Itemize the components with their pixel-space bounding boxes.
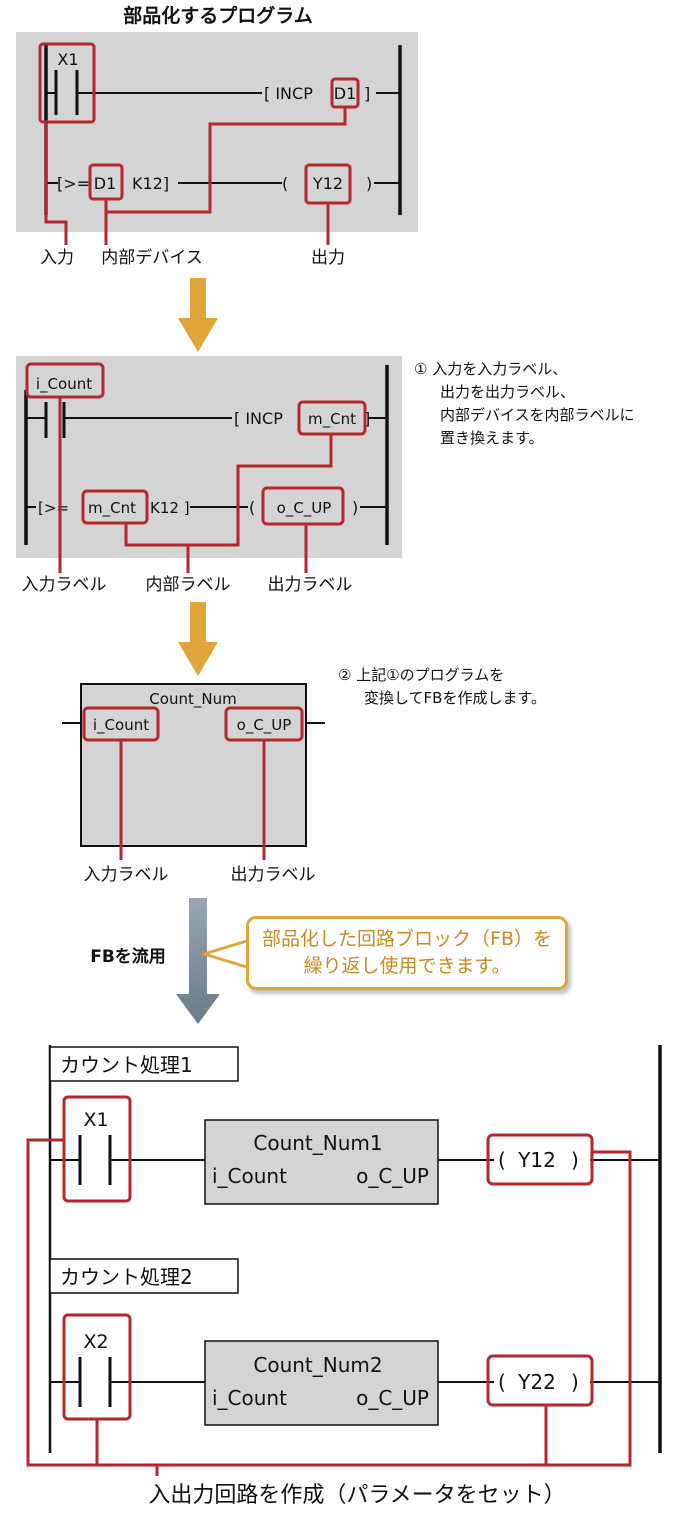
- block1-fb: [204, 1119, 439, 1205]
- s1-label-output: 出力: [311, 248, 345, 268]
- s1-label-input: 入力: [40, 248, 74, 268]
- block1-fb-in: i_Count: [212, 1164, 287, 1188]
- s1-cmp-const: K12]: [132, 174, 169, 193]
- block1-title-box: [49, 1046, 239, 1082]
- reuse-label: FBを流用: [90, 946, 166, 967]
- s3-note-line-2: 変換してFBを作成します。: [364, 689, 546, 707]
- s3-label-output: 出力ラベル: [231, 865, 316, 885]
- s2-coil-close: ): [352, 498, 358, 517]
- block1-coil-open: (: [498, 1148, 506, 1172]
- s1-label-internal: 内部デバイス: [101, 247, 203, 268]
- s2-label-output: 出力ラベル: [268, 575, 353, 595]
- block2-rung: [50, 1357, 660, 1407]
- s1-contact-label: X1: [57, 50, 78, 69]
- fb-input-label: i_Count: [93, 716, 149, 735]
- block1-coil-close: ): [571, 1148, 579, 1172]
- section4-rails: [48, 1045, 662, 1453]
- section3-highlights: [82, 706, 304, 860]
- s3-label-input: 入力ラベル: [84, 865, 169, 885]
- s2-coil: o_C_UP: [277, 499, 332, 518]
- block1-contact: X1: [83, 1109, 108, 1131]
- s2-cmp-const: K12 ]: [150, 499, 190, 517]
- block2-contact: X2: [83, 1331, 108, 1353]
- reuse-callout: 部品化した回路ブロック（FB）を 繰り返し使用できます。: [246, 916, 568, 990]
- block2-coil: Y22: [517, 1370, 556, 1394]
- s2-note-line-4: 置き換えます。: [440, 429, 544, 447]
- s2-cmp-open: [>=: [38, 499, 69, 517]
- s1-coil-close: ): [366, 174, 372, 193]
- section1-title: 部品化するプログラム: [123, 4, 312, 27]
- block2-coil-close: ): [571, 1370, 579, 1394]
- block2-fb: [204, 1340, 439, 1426]
- block1-rung: [50, 1135, 660, 1185]
- block2-coil-open: (: [498, 1370, 506, 1394]
- fb-name: Count_Num: [149, 690, 236, 709]
- section4-caption: 入出力回路を作成（パラメータをセット）: [148, 1483, 565, 1508]
- section1-highlights: [38, 42, 360, 245]
- section2-ladder: [24, 365, 389, 545]
- block1-fb-out: o_C_UP: [356, 1164, 429, 1188]
- callout-line-1: 部品化した回路ブロック（FB）を: [262, 928, 552, 950]
- block2-fb-in: i_Count: [212, 1386, 287, 1410]
- callout-pointer: [202, 938, 252, 970]
- s3-note-line-1: ② 上記①のプログラムを: [338, 666, 504, 684]
- callout-line-2: 繰り返し使用できます。: [303, 955, 511, 977]
- s2-incp: [ INCP: [234, 409, 283, 428]
- s1-incp-operand: D1: [334, 84, 357, 103]
- fb-output-label: o_C_UP: [237, 716, 292, 735]
- s2-label-input: 入力ラベル: [22, 575, 107, 595]
- s1-coil: Y12: [312, 174, 343, 193]
- s2-note-line-3: 内部デバイスを内部ラベルに: [440, 406, 635, 424]
- s1-incp: [ INCP: [264, 84, 313, 103]
- block2-fb-name: Count_Num2: [253, 1353, 382, 1377]
- s1-coil-open: (: [282, 174, 288, 193]
- s1-cmp-operand: D1: [94, 174, 117, 193]
- s1-incp-close: ]: [364, 84, 370, 103]
- down-arrow-1: [178, 278, 218, 352]
- s2-note-line-1: ① 入力を入力ラベル、: [414, 360, 567, 378]
- section2-highlights: [25, 362, 367, 573]
- s2-incp-operand: m_Cnt: [308, 410, 356, 429]
- section4-highlights: [26, 1095, 632, 1476]
- s1-cmp-open: [>=: [57, 174, 90, 193]
- block2-fb-out: o_C_UP: [356, 1386, 429, 1410]
- down-arrow-2: [178, 602, 218, 676]
- block2-title: カウント処理2: [60, 1265, 193, 1289]
- block1-coil: Y12: [517, 1148, 556, 1172]
- fb-block: [80, 683, 307, 847]
- s2-incp-close: ]: [364, 409, 370, 428]
- block1-fb-name: Count_Num1: [253, 1131, 382, 1155]
- s2-coil-open: (: [249, 498, 255, 517]
- s2-label-internal: 内部ラベル: [146, 575, 231, 595]
- s2-cmp-operand: m_Cnt: [88, 499, 136, 518]
- reuse-arrow: [176, 898, 220, 1024]
- block1-title: カウント処理1: [60, 1053, 193, 1077]
- s2-note-line-2: 出力を出力ラベル、: [440, 383, 575, 401]
- s2-contact-label: i_Count: [36, 375, 92, 394]
- block2-title-box: [49, 1258, 239, 1294]
